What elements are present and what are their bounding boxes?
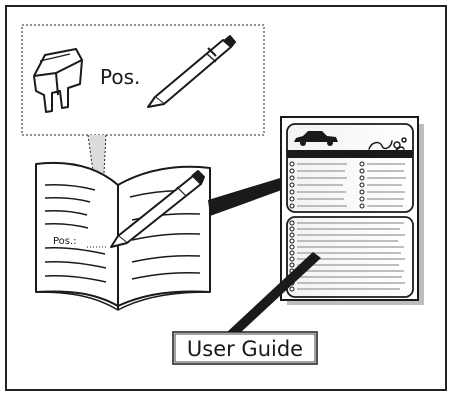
decorative-flourish-icon xyxy=(368,137,407,158)
fuse-icon xyxy=(33,48,83,113)
user-guide-label: User Guide xyxy=(187,337,303,361)
book-pen-icon xyxy=(110,170,205,248)
user-guide-label-inner-border xyxy=(174,333,316,363)
booklet-header-band xyxy=(287,150,413,158)
booklet-top-bullets xyxy=(289,161,365,209)
pen-icon xyxy=(147,35,236,108)
page-pos-label: Pos.: xyxy=(53,236,77,247)
car-icon xyxy=(294,131,338,146)
user-guide-booklet xyxy=(280,116,424,305)
guide-pointer-wedge xyxy=(208,175,290,216)
callout-pos-label: Pos. xyxy=(100,65,140,89)
label-pointer-wedge xyxy=(226,252,321,333)
user-guide-label-box xyxy=(172,331,318,365)
open-book xyxy=(35,161,211,311)
booklet-top-rows xyxy=(297,163,406,207)
